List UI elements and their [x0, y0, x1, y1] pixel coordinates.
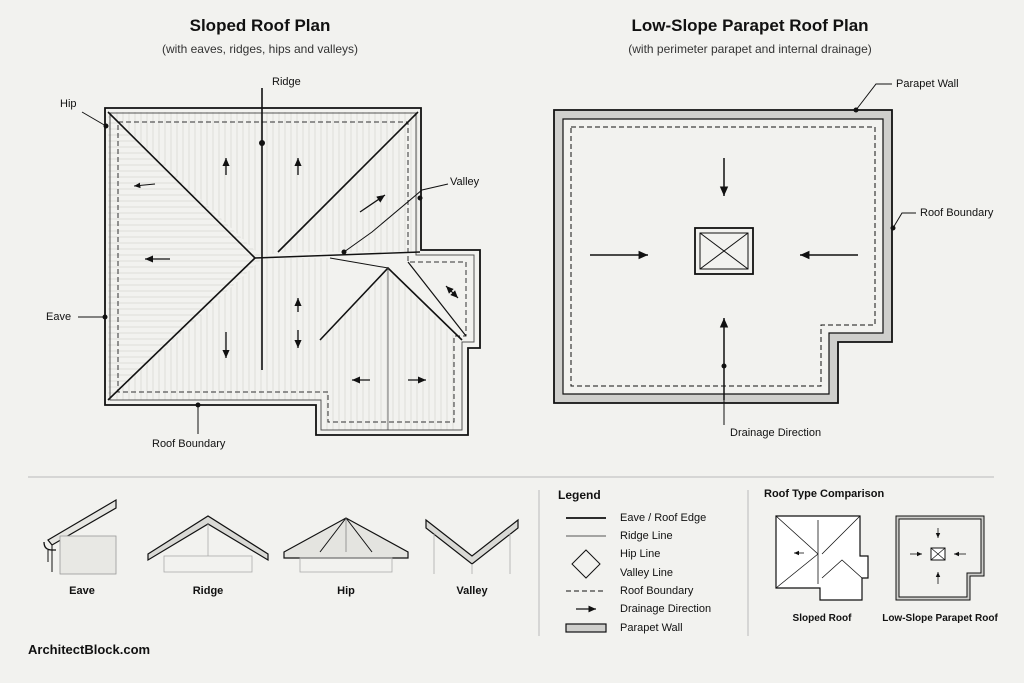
legend-hip: Hip Line	[620, 548, 661, 560]
parapet-roof-plan	[553, 83, 916, 425]
sloped-plan-subtitle: (with eaves, ridges, hips and valleys)	[161, 42, 359, 56]
detail-ridge-caption: Ridge	[192, 585, 224, 597]
legend-parapet-wall: Parapet Wall	[620, 622, 683, 634]
hip-detail	[283, 517, 409, 573]
legend-symbols	[565, 517, 607, 633]
detail-eave-caption: Eave	[69, 585, 95, 597]
comparison-title: Roof Type Comparison	[764, 488, 885, 500]
eave-detail	[43, 498, 117, 575]
brand-logo-text: ArchitectBlock.com	[28, 642, 151, 657]
valley-detail	[425, 518, 519, 574]
parapet-wall-label: Parapet Wall	[896, 78, 959, 90]
comparison-parapet-caption: Low-Slope Parapet Roof	[882, 613, 998, 624]
detail-hip-caption: Hip	[337, 585, 355, 597]
comparison-sloped-thumb	[775, 515, 869, 601]
parapet-plan-subtitle: (with perimeter parapet and internal dra…	[628, 42, 872, 56]
legend-valley: Valley Line	[620, 567, 673, 579]
valley-label: Valley	[450, 176, 480, 188]
legend-eave: Eave / Roof Edge	[620, 512, 707, 524]
legend-ridge: Ridge Line	[620, 530, 673, 542]
comparison-parapet-thumb	[895, 515, 985, 601]
ridge-detail	[147, 515, 269, 573]
ridge-label: Ridge	[272, 76, 301, 88]
legend-roof-boundary: Roof Boundary	[620, 585, 694, 597]
sloped-plan-title: Sloped Roof Plan	[189, 16, 331, 35]
legend-title: Legend	[558, 488, 601, 502]
parapet-roof-boundary-label: Roof Boundary	[920, 207, 994, 219]
eave-label: Eave	[46, 311, 72, 323]
sloped-roof-plan	[78, 88, 481, 436]
parapet-plan-title: Low-Slope Parapet Roof Plan	[631, 16, 869, 35]
comparison-sloped-caption: Sloped Roof	[792, 613, 852, 624]
hip-label: Hip	[60, 98, 77, 110]
sloped-roof-boundary-label: Roof Boundary	[152, 438, 226, 450]
drainage-direction-label: Drainage Direction	[730, 427, 822, 439]
detail-valley-caption: Valley	[456, 585, 488, 597]
legend-drainage: Drainage Direction	[620, 603, 712, 615]
